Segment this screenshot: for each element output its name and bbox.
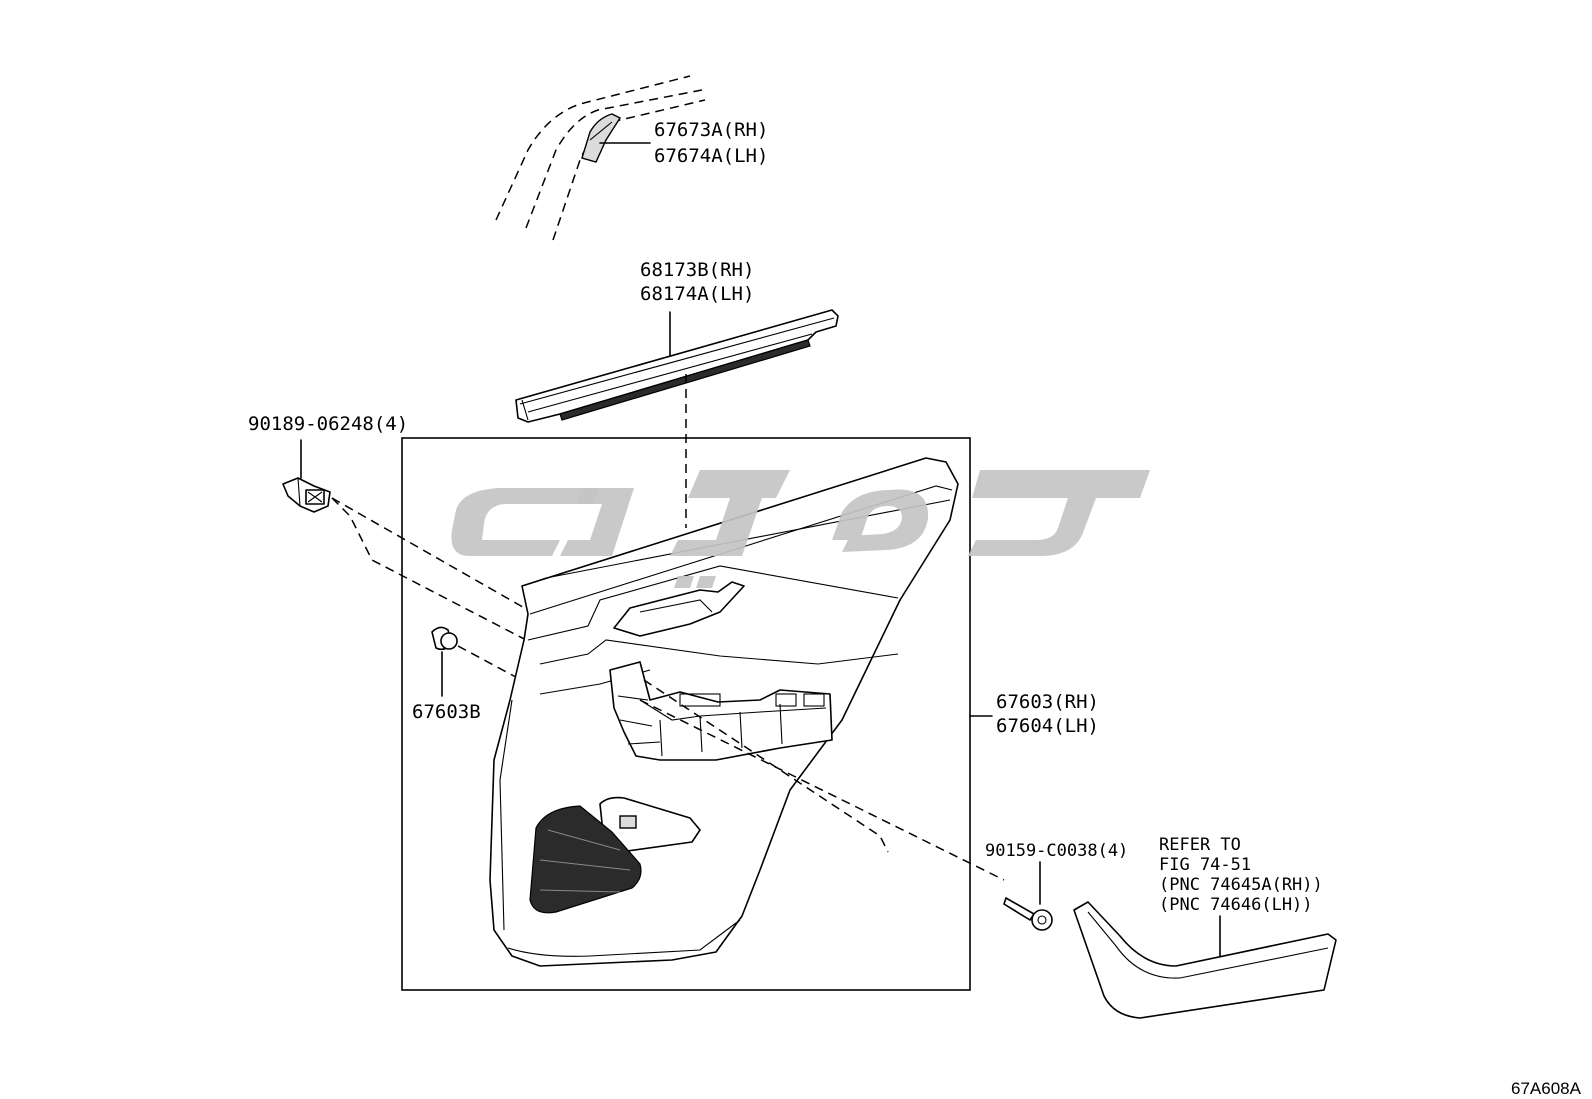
- screw-part: [1003, 897, 1053, 931]
- corner-trim-label-lh: 67674A(LH): [654, 145, 768, 167]
- door-trim-label-rh: 67603(RH): [996, 691, 1099, 713]
- armrest-ref-line-3: (PNC 74645A(RH)): [1159, 875, 1323, 895]
- assembly-frame: [401, 437, 971, 991]
- armrest-ref-line-2: FIG 74-51: [1159, 855, 1251, 875]
- clip-upper-part: [282, 477, 331, 513]
- clip-lower-label: 67603B: [412, 701, 481, 723]
- screw-label: 90159-C0038(4): [985, 841, 1128, 861]
- belt-weatherstrip-label-lh: 68174A(LH): [640, 283, 754, 305]
- belt-weatherstrip-label-rh: 68173B(RH): [640, 259, 754, 281]
- door-trim-board-part: [489, 457, 959, 967]
- belt-weatherstrip-part: [515, 309, 839, 423]
- watermark-logo: [451, 470, 1150, 588]
- armrest-ref-line-1: REFER TO: [1159, 835, 1241, 855]
- corner-trim-label-rh: 67673A(RH): [654, 119, 768, 141]
- figure-code: 67A608A: [1511, 1079, 1582, 1098]
- clip-upper-label: 90189-06248(4): [248, 413, 408, 435]
- armrest-part: [1073, 901, 1337, 1019]
- clip-lower-part: [431, 626, 458, 651]
- corner-trim-part: [581, 113, 651, 163]
- armrest-ref-line-4: (PNC 74646(LH)): [1159, 895, 1313, 915]
- door-trim-label-lh: 67604(LH): [996, 715, 1099, 737]
